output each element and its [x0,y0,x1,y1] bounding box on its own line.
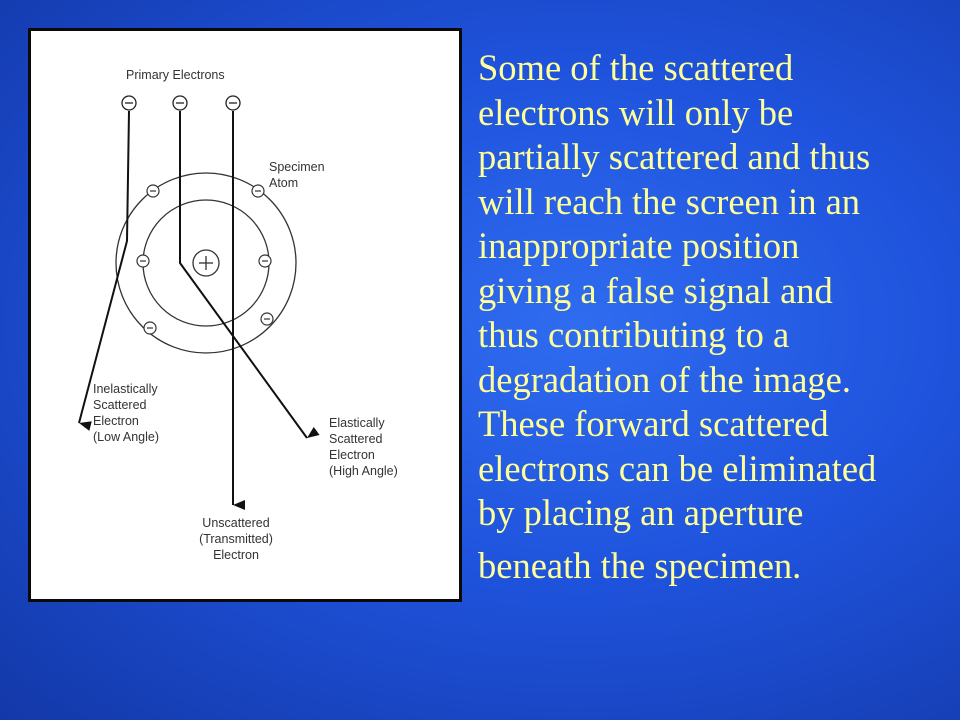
slide-body-text: Some of the scattered electrons will onl… [478,46,948,588]
orbital-electron [251,184,265,198]
specimen-label-line1: Specimen [269,160,325,174]
outer-orbit [115,172,297,354]
unscattered-label-line3: Electron [213,548,259,562]
text-line: electrons can be eliminated [478,447,877,489]
elastic-label-line3: Electron [329,448,375,462]
specimen-label-line2: Atom [269,176,298,190]
unscattered-label-line1: Unscattered [202,516,269,530]
primary-electron-3 [225,95,241,111]
text-line: by placing an aperture [478,492,804,533]
orbital-electron [258,254,272,268]
text-line: giving a false signal and [478,269,833,311]
elastic-label-line2: Scattered [329,432,383,446]
inelastic-path-arrow [78,110,130,431]
nucleus-icon [192,249,220,277]
unscattered-label-line2: (Transmitted) [199,532,273,546]
text-line: Some of the scattered [478,47,794,88]
text-line: electrons will only be [478,91,794,133]
text-line: inappropriate position [478,225,800,266]
text-line: These forward scattered [478,403,829,444]
orbital-electron [136,254,150,268]
primary-electron-2 [172,95,188,111]
elastic-path-arrow [179,111,320,439]
scattering-diagram-panel: Primary Electrons [28,28,462,602]
orbital-electron [143,321,157,335]
primary-electron-1 [121,95,137,111]
inelastic-label-line3: Electron [93,414,139,428]
elastic-label-line4: (High Angle) [329,464,398,478]
text-line: will reach the screen in an [478,180,861,222]
text-line: beneath the specimen. [478,544,802,586]
inelastic-label-line1: Inelastically [93,382,158,396]
text-line: partially scattered and thus [478,136,871,177]
orbital-electron [260,312,274,326]
text-line: thus contributing to a [478,314,790,355]
elastic-label-line1: Elastically [329,416,385,430]
text-line: degradation of the image. [478,358,851,400]
orbital-electron [146,184,160,198]
scattering-diagram: Primary Electrons [78,68,398,562]
inelastic-label-line4: (Low Angle) [93,430,159,444]
primary-electrons-label: Primary Electrons [126,68,225,82]
inelastic-label-line2: Scattered [93,398,147,412]
